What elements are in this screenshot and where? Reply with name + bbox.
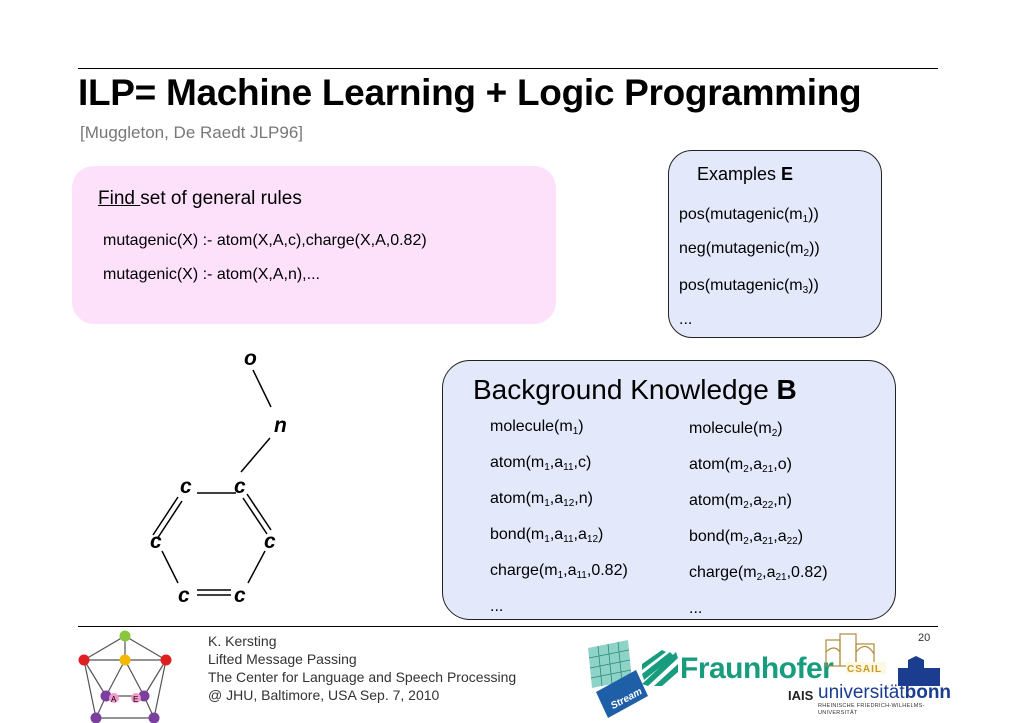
atom-c-top-right: c	[234, 475, 246, 498]
example-line-2: neg(mutagenic(m2))	[679, 240, 820, 259]
slide-subtitle: [Muggleton, De Raedt JLP96]	[80, 123, 304, 142]
bk2-charge: charge(m2,a21,0.82)	[689, 564, 828, 583]
bonn-logo-bonn: bonn	[904, 682, 952, 703]
atom-o: o	[244, 347, 257, 370]
background-knowledge-title: Background Knowledge B	[473, 374, 797, 406]
bk1-charge: charge(m1,a11,0.82)	[490, 562, 628, 581]
atom-c-bottom-right: c	[234, 584, 246, 607]
bk2-atom-2: atom(m2,a22,n)	[689, 492, 792, 511]
top-rule	[78, 68, 938, 69]
footer-author: K. Kersting	[208, 633, 277, 649]
examples-symbol: E	[781, 164, 794, 184]
bond-double-left-a	[152, 496, 179, 536]
example-ellipsis: ...	[679, 311, 693, 328]
bonn-logo-subtitle: RHEINISCHE FRIEDRICH-WILHELMS-UNIVERSITÄ…	[818, 703, 925, 716]
fraunhofer-mark-icon	[642, 650, 678, 686]
bk1-atom-2: atom(m1,a12,n)	[490, 490, 593, 509]
example-line-3: pos(mutagenic(m3))	[679, 277, 819, 296]
slide-title: ILP= Machine Learning + Logic Programmin…	[78, 72, 862, 113]
bk2-ellipsis: ...	[689, 600, 703, 617]
page-number: 20	[918, 632, 931, 644]
bk1-ellipsis: ...	[490, 598, 504, 615]
graph-logo-e: E	[133, 695, 138, 704]
bk2-molecule: molecule(m2)	[689, 420, 783, 439]
iais-logo-text: IAIS	[788, 688, 814, 703]
find-heading: Find set of general rules	[98, 188, 302, 210]
find-word: Find	[98, 188, 141, 209]
footer-date: @ JHU, Baltimore, USA Sep. 7, 2010	[208, 687, 440, 703]
background-knowledge-box	[442, 360, 896, 620]
csail-logo-text: CSAIL	[847, 664, 882, 675]
footer-text: K. Kersting Lifted Message Passing The C…	[208, 632, 516, 704]
fraunhofer-logo-text: Fraunhofer	[680, 652, 834, 685]
bond-double-right-b	[246, 493, 272, 531]
examples-label: Examples	[697, 164, 782, 184]
footer-venue: The Center for Language and Speech Proce…	[208, 669, 517, 685]
footer-rule	[78, 626, 938, 627]
examples-box	[668, 150, 882, 338]
bond-o-n	[252, 369, 272, 408]
bonn-building-icon	[898, 656, 940, 686]
atom-c-mid-right: c	[264, 530, 276, 553]
bond-left-bottom	[161, 550, 179, 584]
csail-building-icon: CSAIL	[825, 633, 886, 675]
molecule-diagram: o n c c c c c c	[150, 347, 287, 607]
bk1-molecule: molecule(m1)	[490, 418, 584, 437]
stream-logo-icon: Stream	[588, 640, 648, 718]
bk2-atom-1: atom(m2,a21,o)	[689, 456, 792, 475]
atom-c-mid-left: c	[150, 530, 162, 553]
bonn-logo-universitat: universität	[818, 682, 905, 703]
bk1-atom-1: atom(m1,a11,c)	[490, 454, 592, 473]
graph-logo-icon: A E	[78, 630, 172, 723]
background-label: Background Knowledge	[473, 374, 777, 405]
example-line-1: pos(mutagenic(m1))	[679, 206, 819, 225]
find-rest: set of general rules	[140, 188, 302, 209]
bond-n-c	[240, 437, 271, 473]
bk1-bond: bond(m1,a11,a12)	[490, 526, 604, 545]
bond-double-right-a	[242, 497, 268, 535]
rule-2: mutagenic(X) :- atom(X,A,n),...	[103, 266, 320, 283]
bonn-logo-text: universitätbonn	[818, 682, 951, 704]
atom-c-bottom-left: c	[178, 584, 190, 607]
bk2-bond: bond(m2,a21,a22)	[689, 528, 804, 547]
atom-n: n	[274, 414, 287, 437]
footer-talk-title: Lifted Message Passing	[208, 651, 357, 667]
examples-title: Examples E	[697, 164, 793, 185]
atom-c-top-left: c	[180, 475, 192, 498]
background-symbol: B	[776, 374, 797, 405]
bond-double-left-b	[156, 500, 183, 540]
graph-logo-a: A	[111, 695, 117, 704]
rule-1: mutagenic(X) :- atom(X,A,c),charge(X,A,0…	[103, 232, 427, 249]
find-rules-box	[72, 166, 556, 324]
bond-right-bottom	[247, 550, 266, 584]
